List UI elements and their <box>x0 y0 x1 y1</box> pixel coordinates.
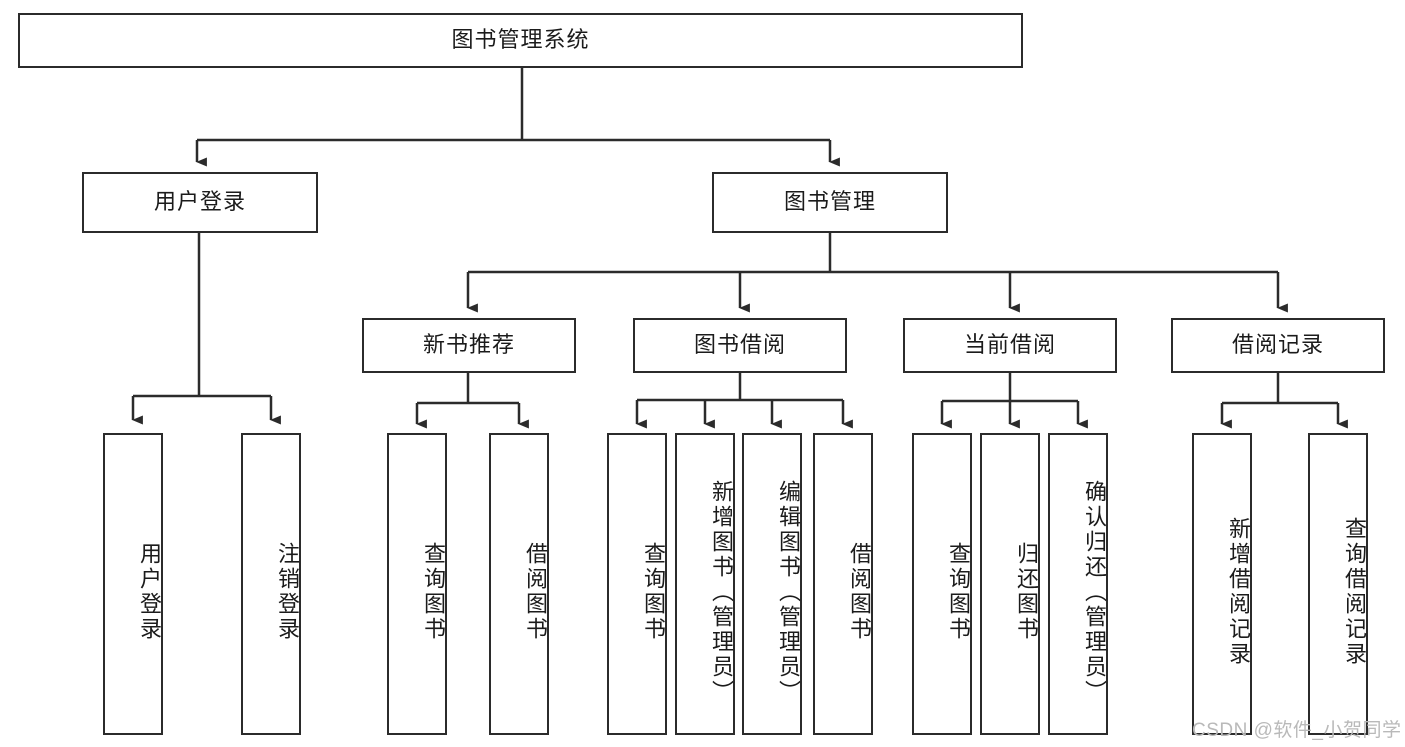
node-label: 图书管理系统 <box>451 27 590 53</box>
node-borrow-record[interactable]: 借阅记录 <box>1171 318 1385 373</box>
leaf-current-return-book[interactable]: 归还图书 <box>980 433 1040 735</box>
node-label: 新增图书（管理员） <box>709 479 734 705</box>
leaf-borrow-query-book[interactable]: 查询图书 <box>607 433 667 735</box>
csdn-watermark: CSDN @软件_小贺同学 <box>1192 720 1402 741</box>
node-root-system[interactable]: 图书管理系统 <box>18 13 1023 68</box>
leaf-current-query-book[interactable]: 查询图书 <box>912 433 972 735</box>
leaf-new-book-query[interactable]: 查询图书 <box>387 433 447 735</box>
node-label: 确认归还（管理员） <box>1082 479 1107 705</box>
node-book-borrow[interactable]: 图书借阅 <box>633 318 847 373</box>
node-label: 用户登录 <box>137 542 162 642</box>
node-label: 编辑图书（管理员） <box>776 479 801 705</box>
node-label: 查询图书 <box>946 542 971 642</box>
node-new-book-recommend[interactable]: 新书推荐 <box>362 318 576 373</box>
leaf-user-login-logout[interactable]: 注销登录 <box>241 433 301 735</box>
node-book-management[interactable]: 图书管理 <box>712 172 948 233</box>
node-label: 注销登录 <box>275 542 300 642</box>
leaf-current-confirm-return-admin[interactable]: 确认归还（管理员） <box>1048 433 1108 735</box>
node-label: 查询图书 <box>641 542 666 642</box>
node-label: 用户登录 <box>153 189 246 215</box>
node-label: 图书管理 <box>783 189 876 215</box>
leaf-borrow-edit-book-admin[interactable]: 编辑图书（管理员） <box>742 433 802 735</box>
node-label: 查询借阅记录 <box>1342 517 1367 667</box>
node-label: 借阅记录 <box>1231 332 1324 358</box>
leaf-new-book-borrow[interactable]: 借阅图书 <box>489 433 549 735</box>
node-label: 查询图书 <box>421 542 446 642</box>
leaf-borrow-borrow-book[interactable]: 借阅图书 <box>813 433 873 735</box>
node-label: 借阅图书 <box>523 542 548 642</box>
node-label: 当前借阅 <box>963 332 1056 358</box>
leaf-record-query[interactable]: 查询借阅记录 <box>1308 433 1368 735</box>
node-current-borrow[interactable]: 当前借阅 <box>903 318 1117 373</box>
node-label: 新书推荐 <box>422 332 515 358</box>
node-label: 图书借阅 <box>693 332 786 358</box>
node-label: 借阅图书 <box>847 542 872 642</box>
leaf-user-login-login[interactable]: 用户登录 <box>103 433 163 735</box>
node-user-login[interactable]: 用户登录 <box>82 172 318 233</box>
node-label: 新增借阅记录 <box>1226 517 1251 667</box>
node-label: 归还图书 <box>1014 542 1039 642</box>
leaf-record-add[interactable]: 新增借阅记录 <box>1192 433 1252 735</box>
leaf-borrow-add-book-admin[interactable]: 新增图书（管理员） <box>675 433 735 735</box>
